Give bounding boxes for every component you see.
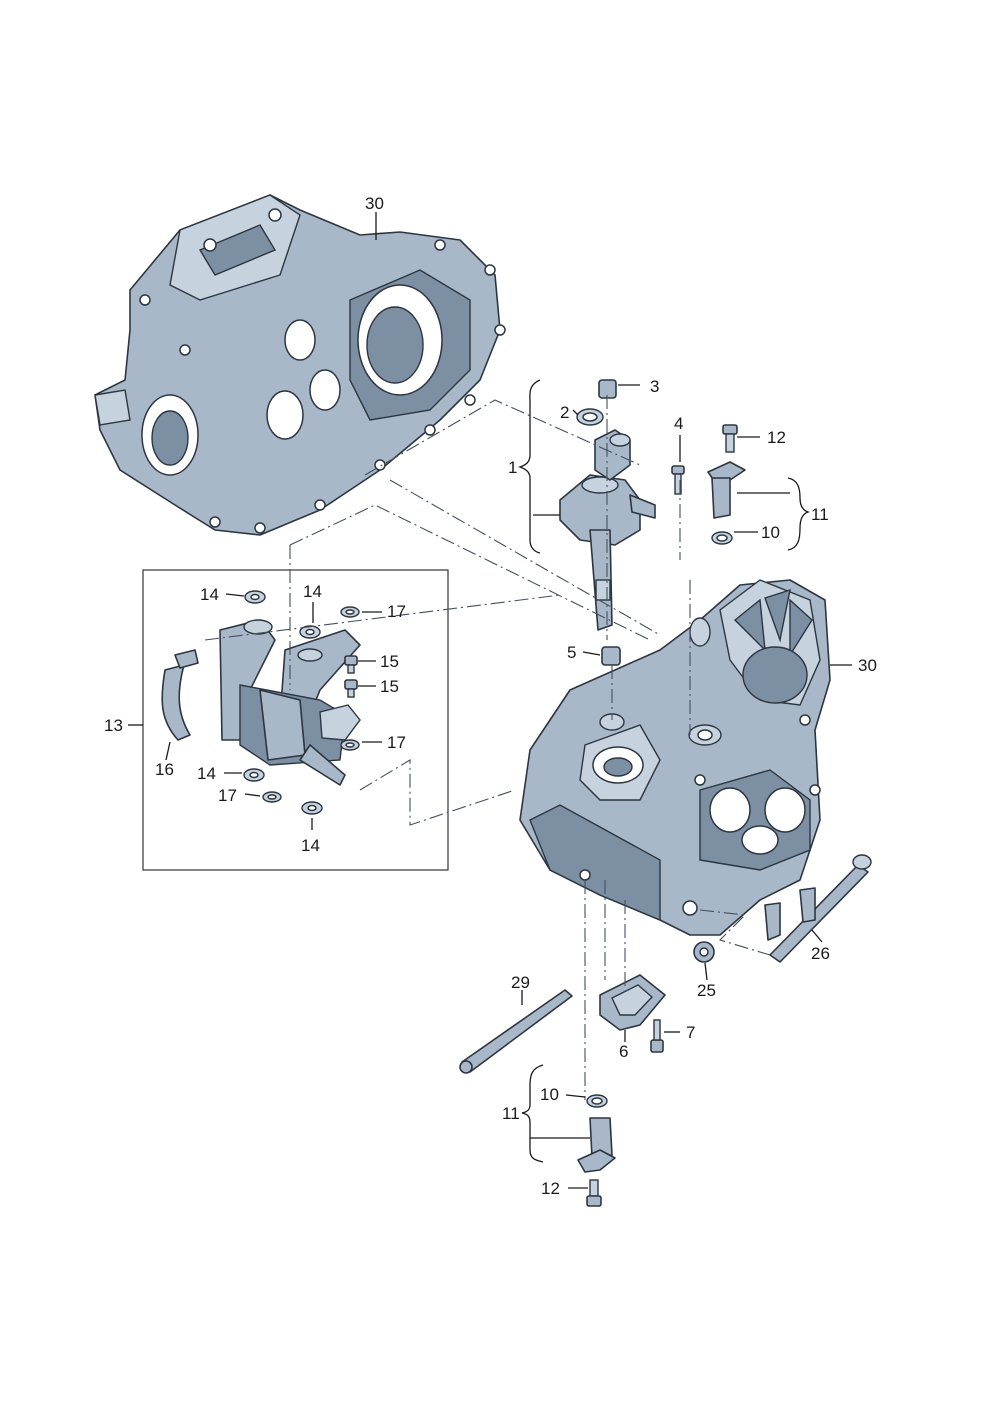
callout-6: 6: [619, 1042, 628, 1061]
callout-15-a: 15: [380, 652, 399, 671]
o-ring-10-top: [711, 531, 733, 545]
callout-11-bottom: 11: [502, 1104, 520, 1123]
callout-29: 29: [511, 973, 530, 992]
washer-14-b: [299, 625, 321, 639]
bolt-7: [650, 1019, 664, 1053]
washer-14-a: [244, 590, 266, 604]
nut-25: [693, 941, 715, 963]
bolt-15-b: [344, 679, 358, 698]
callout-14-a: 14: [200, 585, 219, 604]
callout-3: 3: [650, 377, 659, 396]
seal-ring: [576, 408, 604, 426]
o-ring-10-bottom: [586, 1094, 608, 1108]
callout-17-b: 17: [387, 733, 406, 752]
callout-25: 25: [697, 981, 716, 1000]
callout-17-c: 17: [218, 786, 237, 805]
gearbox-housing-bottom: [519, 579, 831, 936]
callout-14-b: 14: [303, 582, 322, 601]
washer-14-c: [243, 768, 265, 782]
bolt-12-bottom: [586, 1179, 602, 1207]
bush-5: [601, 646, 621, 666]
guide-sleeve-bottom: [577, 1117, 616, 1173]
washer-14-d: [301, 801, 323, 815]
callout-1: 1: [508, 458, 517, 477]
washer-17-a: [340, 606, 360, 618]
callout-2: 2: [560, 403, 569, 422]
assembly-center-lines: [204, 395, 771, 1100]
callout-5: 5: [567, 643, 576, 662]
bolt-4: [671, 465, 685, 495]
callout-17-a: 17: [387, 602, 406, 621]
bolt-15-a: [344, 655, 358, 674]
callout-10-top: 10: [761, 523, 780, 542]
washer-17-b: [340, 739, 360, 751]
callout-12-top: 12: [767, 428, 786, 447]
leader-lines: [128, 212, 852, 1189]
callout-12-bottom: 12: [541, 1179, 560, 1198]
callout-16: 16: [155, 760, 174, 779]
callout-14-c: 14: [197, 764, 216, 783]
callout-13: 13: [104, 716, 123, 735]
callout-30-top: 30: [365, 194, 384, 213]
callout-4: 4: [674, 414, 683, 433]
bolt-12-top: [722, 424, 738, 453]
callout-14-d: 14: [301, 836, 320, 855]
shift-rod-26: [764, 854, 872, 963]
callout-labels: 30 3 2 4 12 1 11 10 14 14 17 15 15 13 17…: [104, 194, 877, 1198]
shift-mechanism-frame: [142, 569, 449, 871]
callout-26: 26: [811, 944, 830, 963]
washer-17-c: [262, 791, 282, 803]
pin-29: [459, 989, 573, 1074]
callout-7: 7: [686, 1023, 695, 1042]
cover-plate-6: [599, 974, 666, 1031]
callout-11-top: 11: [811, 505, 829, 524]
shift-mechanism: [161, 619, 361, 786]
callout-10-bottom: 10: [540, 1085, 559, 1104]
gearbox-housing-top: [94, 194, 506, 536]
callout-15-b: 15: [380, 677, 399, 696]
callout-30-right: 30: [858, 656, 877, 675]
guide-sleeve-top: [707, 461, 746, 519]
